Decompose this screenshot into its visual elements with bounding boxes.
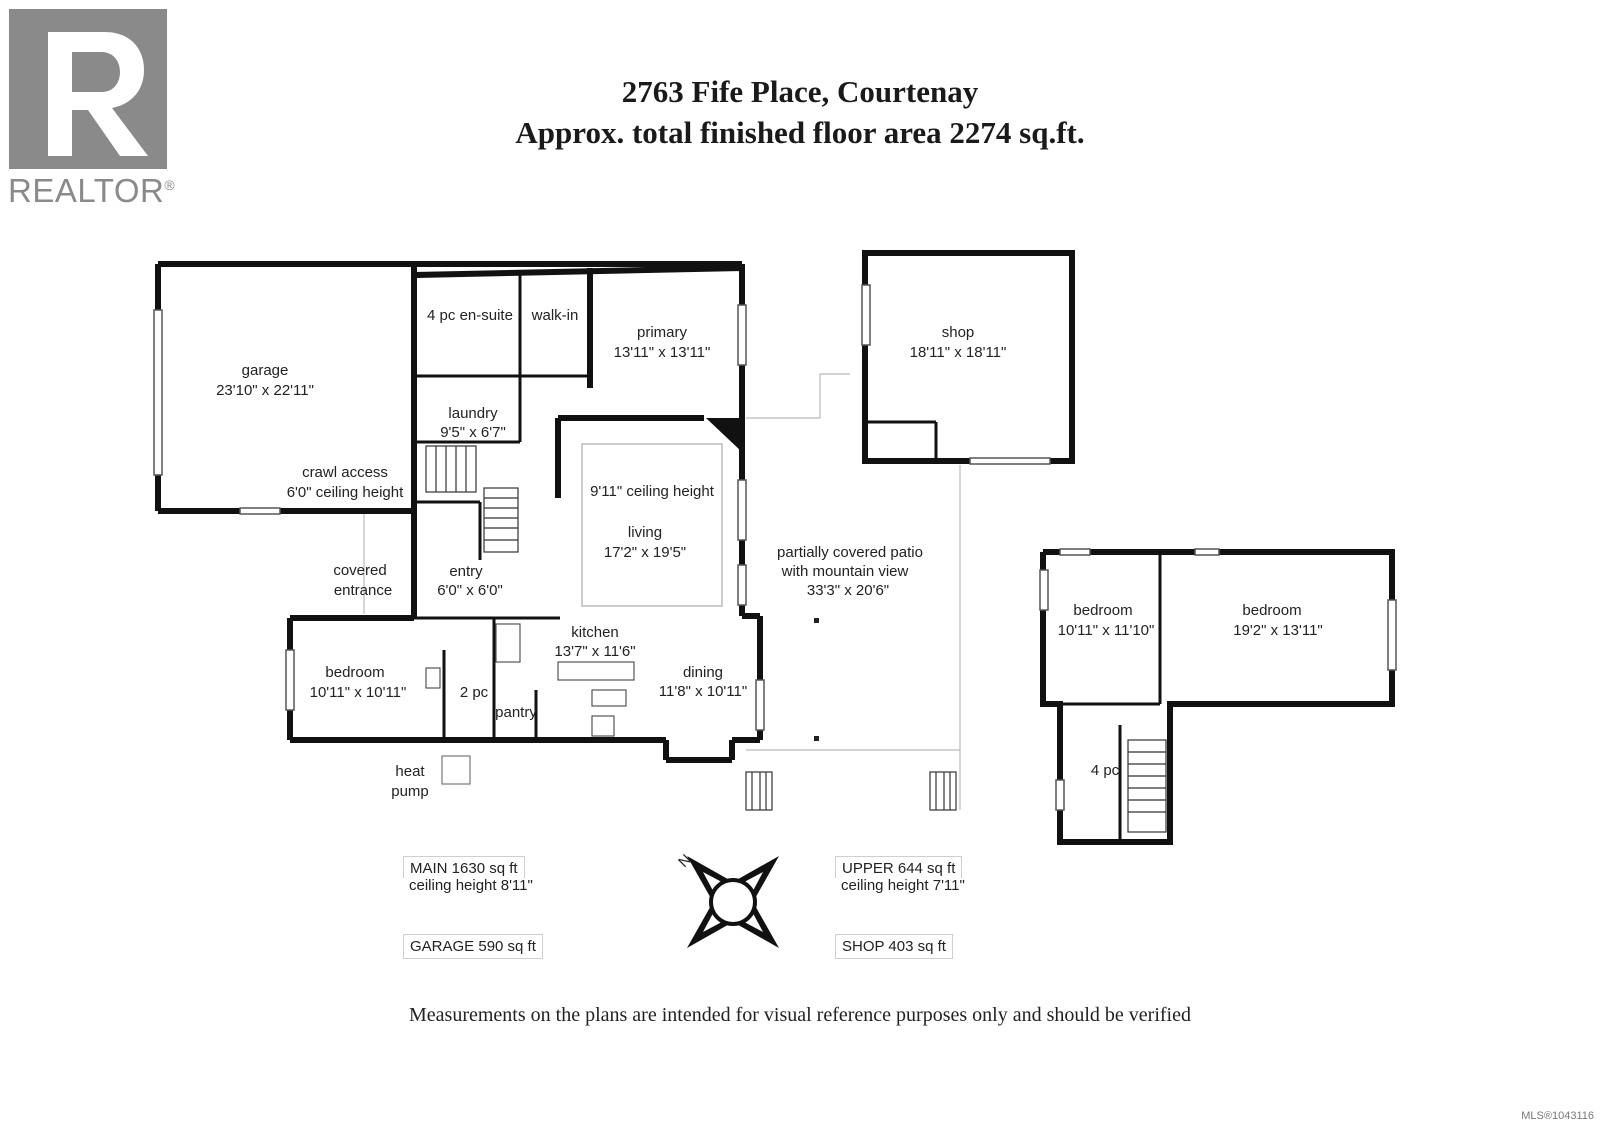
- laundry-label: laundry: [448, 405, 498, 422]
- covered-entrance-line1: covered: [333, 562, 386, 579]
- ensuite-label: 4 pc en-suite: [427, 307, 513, 324]
- compass-icon: [687, 856, 779, 948]
- living-dims: 17'2" x 19'5": [604, 544, 686, 561]
- bedroom-up2-dims: 19'2" x 13'11": [1233, 622, 1323, 639]
- garage-label: garage: [242, 362, 289, 379]
- crawl-label: crawl access: [302, 464, 388, 481]
- shop-area-stat: SHOP 403 sq ft: [835, 934, 953, 959]
- upper-ceiling-stat: ceiling height 7'11": [841, 877, 965, 894]
- bedroom-up2-label: bedroom: [1242, 602, 1301, 619]
- upper-floor-walls: [1040, 549, 1395, 845]
- compass-north: N: [675, 851, 695, 871]
- primary-label: primary: [637, 324, 688, 341]
- address-title: 2763 Fife Place, Courtenay: [621, 74, 979, 109]
- garage-area-stat: GARAGE 590 sq ft: [403, 934, 543, 959]
- heat-pump-line1: heat: [395, 763, 425, 780]
- realtor-wordmark: REALTOR®: [8, 172, 176, 209]
- kitchen-dims: 13'7" x 11'6": [554, 643, 635, 660]
- realtor-logo: [9, 9, 167, 169]
- four-pc-label: 4 pc: [1091, 762, 1120, 779]
- primary-dims: 13'11" x 13'11": [614, 344, 711, 361]
- bedroom-main-label: bedroom: [325, 664, 384, 681]
- two-pc-label: 2 pc: [460, 684, 489, 701]
- bedroom-up1-label: bedroom: [1073, 602, 1132, 619]
- disclaimer-text: Measurements on the plans are intended f…: [409, 1004, 1191, 1026]
- crawl-ceiling: 6'0" ceiling height: [287, 484, 404, 501]
- living-label: living: [628, 524, 662, 541]
- area-title: Approx. total finished floor area 2274 s…: [515, 115, 1085, 150]
- entry-dims: 6'0" x 6'0": [437, 582, 503, 599]
- dining-label: dining: [683, 664, 723, 681]
- shop-dims: 18'11" x 18'11": [910, 344, 1007, 361]
- laundry-dims: 9'5" x 6'7": [440, 424, 506, 441]
- shop-walls: [862, 250, 1075, 464]
- dining-dims: 11'8" x 10'11": [659, 683, 747, 700]
- bedroom-up1-dims: 10'11" x 11'10": [1058, 622, 1155, 639]
- heat-pump-box: [441, 755, 471, 785]
- patio-dims: 33'3" x 20'6": [807, 582, 889, 599]
- mls-number: MLS®1043116: [1521, 1110, 1594, 1122]
- main-ceiling-stat: ceiling height 8'11": [409, 877, 533, 894]
- walkin-label: walk-in: [531, 307, 579, 324]
- main-area-stat: MAIN 1630 sq ft: [403, 856, 525, 878]
- heat-pump-line2: pump: [391, 783, 429, 800]
- entry-label: entry: [449, 563, 483, 580]
- patio-line1: partially covered patio: [777, 544, 923, 561]
- covered-entrance-line2: entrance: [334, 582, 392, 599]
- shop-label: shop: [942, 324, 975, 341]
- bedroom-main-dims: 10'11" x 10'11": [310, 684, 407, 701]
- pantry-label: pantry: [495, 704, 537, 721]
- upper-area-stat: UPPER 644 sq ft: [835, 856, 963, 878]
- garage-dims: 23'10" x 22'11": [216, 382, 314, 399]
- kitchen-label: kitchen: [571, 624, 619, 641]
- patio-line2: with mountain view: [781, 563, 909, 580]
- living-ceiling: 9'11" ceiling height: [590, 483, 715, 500]
